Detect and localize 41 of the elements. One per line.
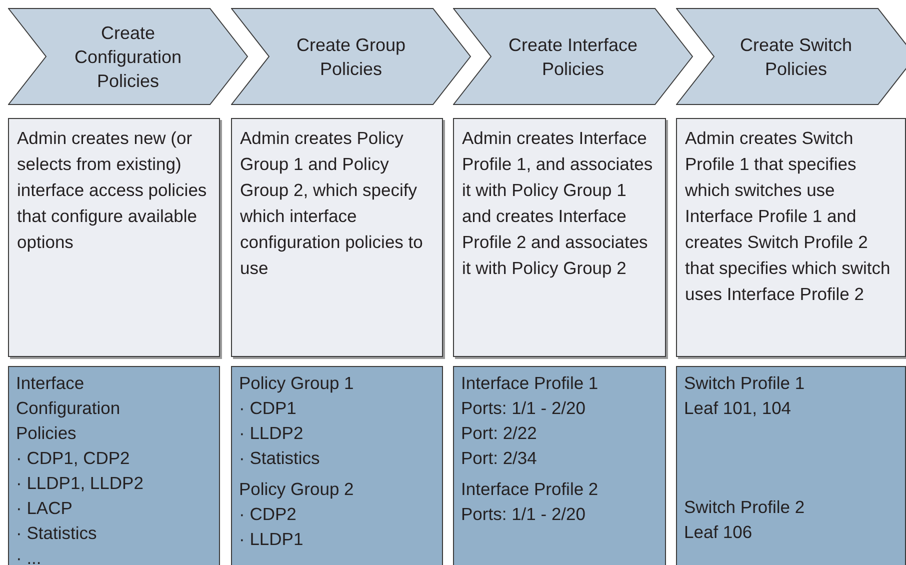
- step-title: Create Group Policies: [295, 34, 407, 80]
- detail-box: [8, 366, 220, 565]
- detail-text: · LLDP2: [239, 422, 304, 445]
- detail-box: [453, 366, 666, 565]
- detail-box: [231, 366, 443, 565]
- detail-text: Interface Profile 1: [461, 372, 598, 395]
- detail-text: · CDP2: [239, 503, 296, 526]
- detail-text: Leaf 106: [684, 521, 752, 544]
- detail-text: Interface: [16, 372, 84, 395]
- detail-text: · LLDP1, LLDP2: [16, 472, 144, 495]
- detail-text: · LACP: [16, 497, 72, 520]
- step-title: Create Configuration Policies: [73, 22, 183, 92]
- detail-text: Leaf 101, 104: [684, 397, 792, 420]
- detail-text: · ...: [16, 547, 42, 565]
- detail-text: Port: 2/34: [461, 447, 537, 470]
- detail-text: · CDP1: [239, 397, 296, 420]
- description-text: Admin creates Policy Group 1 and Policy Group 2, which specify which interface configuration policies to use: [240, 127, 424, 280]
- detail-text: Switch Profile 1: [684, 372, 805, 395]
- detail-text: Ports: 1/1 - 2/20: [461, 503, 586, 526]
- detail-text: Policy Group 1: [239, 372, 354, 395]
- detail-text: Policy Group 2: [239, 478, 354, 501]
- detail-text: Policies: [16, 422, 76, 445]
- detail-text: Port: 2/22: [461, 422, 537, 445]
- detail-text: · Statistics: [16, 522, 97, 545]
- detail-text: Interface Profile 2: [461, 478, 598, 501]
- detail-box: [676, 366, 906, 565]
- description-text: Admin creates Interface Profile 1, and associates it with Policy Group 1 and creates Interface Profile 2 and associates it with Policy Group 2: [462, 127, 654, 280]
- detail-text: · LLDP1: [239, 528, 304, 551]
- description-box: [8, 118, 220, 357]
- detail-text: Ports: 1/1 - 2/20: [461, 397, 586, 420]
- description-box: [676, 118, 906, 357]
- detail-text: · CDP1, CDP2: [16, 447, 130, 470]
- detail-text: · Statistics: [239, 447, 320, 470]
- step-title: Create Interface Policies: [507, 34, 639, 80]
- description-box: [453, 118, 666, 357]
- detail-text: Configuration: [16, 397, 120, 420]
- detail-text: Switch Profile 2: [684, 496, 805, 519]
- description-box: [231, 118, 443, 357]
- description-text: Admin creates Switch Profile 1 that specifies which switches use Interface Profile 1 and creates Switch Profile 2 that specifies which switch uses Interface Profile 2: [685, 127, 892, 306]
- description-text: Admin creates new (or selects from existing) interface access policies that configure available options: [17, 127, 208, 254]
- step-title: Create Switch Policies: [738, 34, 854, 80]
